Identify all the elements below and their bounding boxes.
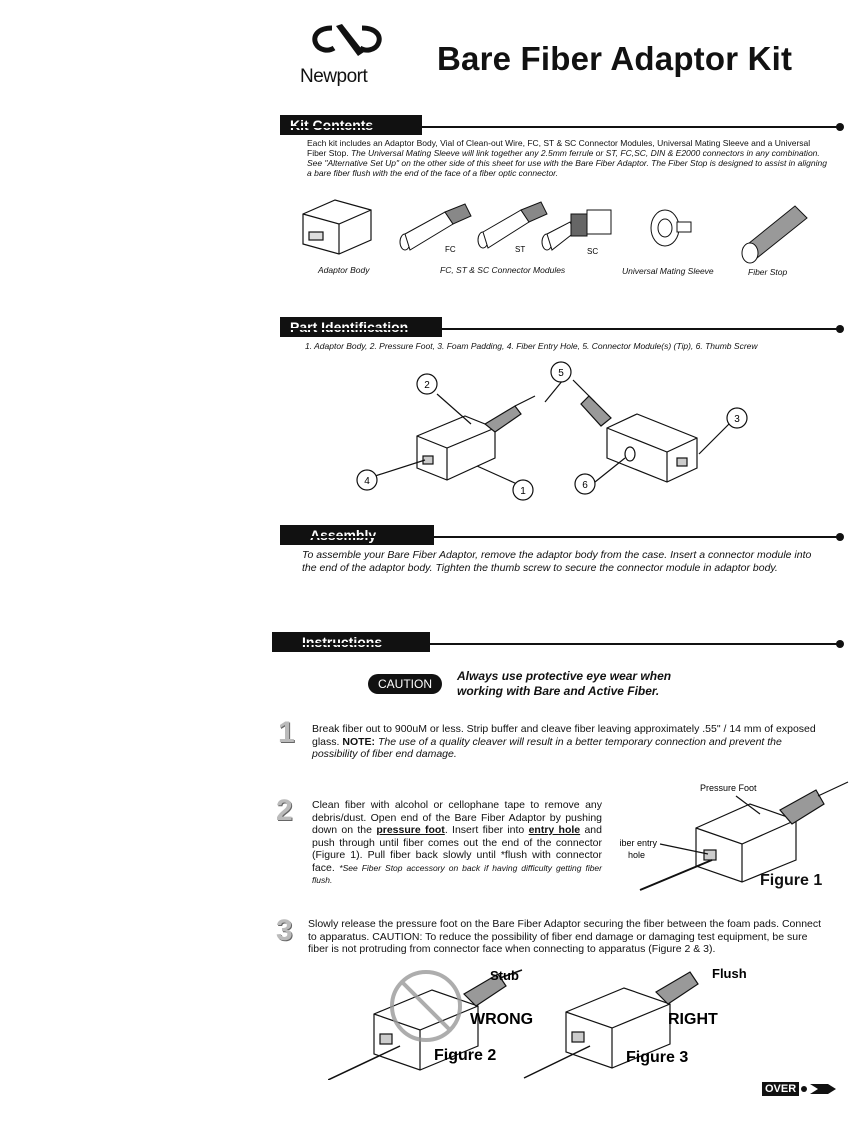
instructions-dot [836, 640, 844, 648]
assembly-heading: Assembly [280, 525, 434, 545]
right-label: RIGHT [668, 1011, 718, 1028]
fiber-entry-label: Fiber entry [620, 838, 658, 848]
sc-module-image [541, 209, 612, 251]
over-dot-icon [801, 1086, 808, 1092]
adaptor-body-image [302, 199, 372, 255]
instructions-rule [272, 643, 838, 645]
callout-2-label: 2 [424, 380, 430, 391]
part-identification-text: 1. Adaptor Body, 2. Pressure Foot, 3. Fo… [305, 341, 758, 351]
callout-5-label: 5 [558, 368, 564, 379]
callout-5 [550, 361, 572, 383]
stub-label: Stub [490, 968, 519, 983]
figure-3-label: Figure 3 [626, 1049, 688, 1066]
assembly-dot [836, 533, 844, 541]
part-identification-dot [836, 325, 844, 333]
figure-2-label: Figure 2 [434, 1047, 496, 1064]
arrow-right-icon [810, 1084, 837, 1094]
kit-illustrations: FC ST SC [302, 199, 808, 264]
mating-sleeve-image [650, 209, 692, 247]
over-badge: OVER [762, 1082, 837, 1096]
figure-2-3-diagram: Stub WRONG Figure 2 Flush RIGHT Figure 3 [328, 966, 747, 1080]
fc-module-image [399, 203, 472, 251]
kit-contents-dot [836, 123, 844, 131]
flush-label: Flush [712, 966, 747, 981]
step-3-text: Slowly release the pressure foot on the … [308, 918, 822, 955]
callout-3-label: 3 [734, 414, 740, 425]
figure-1-label: Figure 1 [760, 872, 823, 889]
callout-6 [574, 473, 596, 495]
part-identification-diagram: 2 5 3 4 1 6 [356, 361, 748, 501]
sc-label: SC [587, 247, 598, 256]
step-3-number: 3 [276, 914, 293, 947]
callout-1-label: 1 [520, 486, 526, 497]
instructions-heading: Instructions [272, 632, 430, 652]
step-1-number: 1 [278, 716, 295, 749]
callout-4-label: 4 [364, 476, 370, 487]
fc-label: FC [445, 245, 456, 254]
step-2-text: Clean fiber with alcohol or cellophane t… [312, 799, 602, 885]
st-label: ST [515, 245, 525, 254]
callout-4 [356, 469, 378, 491]
callout-6-label: 6 [582, 480, 588, 491]
fiber-entry-hole-label: hole [628, 850, 645, 860]
callout-1 [512, 479, 534, 501]
figure-1-diagram: Pressure Foot Fiber entry hole [620, 781, 849, 891]
caption-adaptor-body: Adaptor Body [318, 265, 370, 275]
pressure-foot-label: Pressure Foot [700, 783, 757, 793]
logo-wordmark: Newport [300, 66, 368, 87]
newport-logo-icon [312, 24, 382, 56]
kit-contents-heading: Kit Contents [280, 115, 422, 135]
kit-contents-text: Each kit includes an Adaptor Body, Vial … [307, 138, 827, 178]
step-2-number: 2 [276, 794, 293, 827]
st-module-image [477, 201, 548, 249]
kit-contents-rule [280, 126, 838, 128]
caution-badge: CAUTION [368, 674, 442, 694]
fiber-stop-image [741, 205, 808, 264]
part-identification-heading: Part Identification [280, 317, 442, 337]
part-identification-rule [280, 328, 838, 330]
page-title: Bare Fiber Adaptor Kit [437, 40, 793, 77]
callout-2 [416, 373, 438, 395]
caution-text: Always use protective eye wear when work… [457, 669, 672, 698]
assembly-text: To assemble your Bare Fiber Adaptor, rem… [302, 549, 812, 574]
caption-mating-sleeve: Universal Mating Sleeve [622, 266, 714, 276]
callout-3 [726, 407, 748, 429]
caption-fiber-stop: Fiber Stop [748, 267, 788, 277]
over-label: OVER [762, 1082, 800, 1096]
wrong-label: WRONG [470, 1011, 533, 1028]
caption-connector-modules: FC, ST & SC Connector Modules [440, 265, 566, 275]
step-1-text: Break fiber out to 900uM or less. Strip … [312, 723, 816, 760]
assembly-rule [280, 536, 838, 538]
